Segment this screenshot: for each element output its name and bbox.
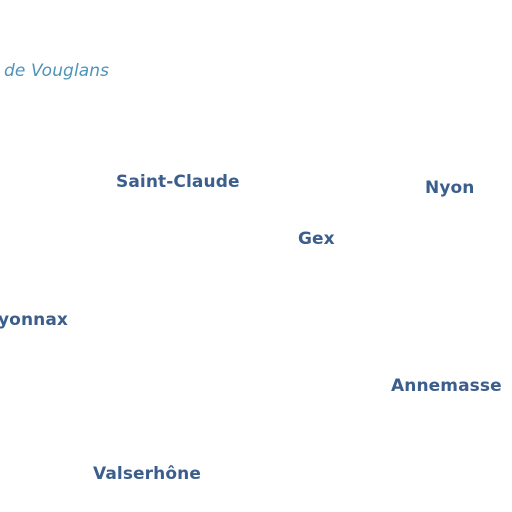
lake-label-vouglans: de Vouglans [4, 61, 110, 81]
place-label-gex[interactable]: Gex [298, 229, 335, 249]
place-label-valserhone[interactable]: Valserhône [93, 464, 201, 484]
place-label-oyonnax[interactable]: yonnax [0, 310, 69, 330]
place-label-nyon[interactable]: Nyon [425, 178, 475, 198]
place-label-annemasse[interactable]: Annemasse [391, 376, 502, 396]
place-label-saint-claude[interactable]: Saint-Claude [116, 172, 240, 192]
